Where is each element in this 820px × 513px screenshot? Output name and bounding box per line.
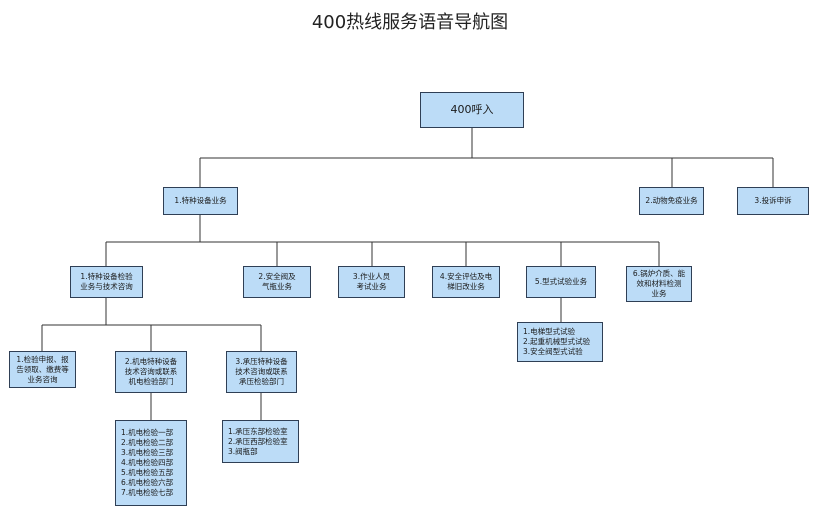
node-operator-exam: 3.作业人员 考试业务: [338, 266, 405, 298]
node-complaint: 3.投诉申诉: [737, 187, 809, 215]
node-pressure-consult: 3.承压特种设备 技术咨询或联系 承压检验部门: [226, 351, 297, 393]
node-safety-valve-cylinder: 2.安全阀及 气瓶业务: [243, 266, 311, 298]
node-electromechanical-dept-list: 1.机电检验一部 2.机电检验二部 3.机电检验三部 4.机电检验四部 5.机电…: [115, 420, 187, 506]
node-400-call-in: 400呼入: [420, 92, 524, 128]
node-special-equipment: 1.特种设备业务: [163, 187, 238, 215]
node-type-test-list: 1.电梯型式试验 2.起重机械型式试验 3.安全阀型式试验: [517, 322, 603, 362]
node-safety-assessment: 4.安全评估及电 梯旧改业务: [432, 266, 500, 298]
node-electromechanical-consult: 2.机电特种设备 技术咨询或联系 机电检验部门: [115, 351, 187, 393]
diagram-title: 400热线服务语音导航图: [311, 12, 509, 33]
node-boiler-testing: 6.锅炉介质、能 效和材料检测 业务: [626, 266, 692, 302]
node-inspection-consulting: 1.特种设备检验 业务与技术咨询: [70, 266, 143, 298]
node-type-test: 5.型式试验业务: [526, 266, 596, 298]
node-application-report: 1.检验申报、报 告领取、缴费等 业务咨询: [9, 351, 76, 388]
node-animal-immunization: 2.动物免疫业务: [639, 187, 704, 215]
node-pressure-dept-list: 1.承压东部检验室 2.承压西部检验室 3.阀瓶部: [222, 420, 299, 463]
